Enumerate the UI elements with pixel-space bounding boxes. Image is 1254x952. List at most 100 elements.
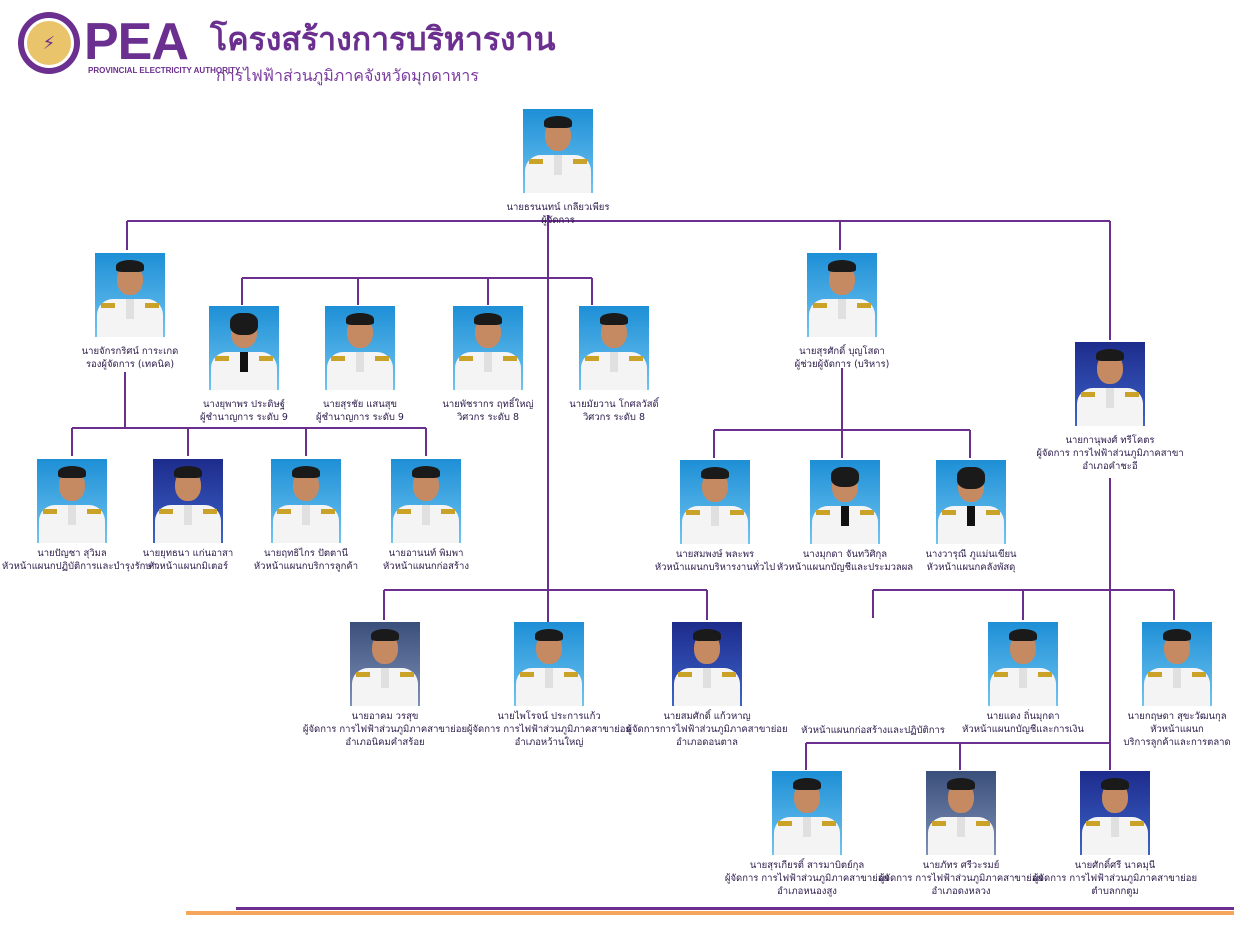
person-head-customer: นายฤทธิไกร ปัตตานี หัวหน้าแผนกบริการลูกค… xyxy=(236,459,376,573)
person-location: อำเภอหนองสูง xyxy=(777,886,837,897)
person-title: ผู้จัดการ การไฟฟ้าส่วนภูมิภาคสาขาย่อย xyxy=(1032,873,1198,884)
portrait-photo xyxy=(271,459,341,543)
portrait-photo xyxy=(325,306,395,390)
person-location: ตำบลกกตูม xyxy=(1091,886,1139,897)
connector-asst-drops xyxy=(713,430,971,458)
person-name: นางวารุณี ภูแม่นเขียน xyxy=(925,549,1017,560)
person-name: นายธรนนทน์ เกลียวเพียร xyxy=(506,202,610,213)
person-name: นายฤทธิไกร ปัตตานี xyxy=(263,548,349,559)
portrait-photo xyxy=(95,253,165,337)
portrait-photo xyxy=(350,622,420,706)
person-head-supply: นางวารุณี ภูแม่นเขียน หัวหน้าแผนกคลังพัส… xyxy=(896,460,1046,574)
portrait-photo xyxy=(579,306,649,390)
connector-deputy-drops xyxy=(71,428,427,456)
person-asst-admin: นายสุรศักดิ์ บุญโสดา ผู้ช่วยผู้จัดการ (บ… xyxy=(772,253,912,371)
person-sub-kaktum: นายศักดิ์ศรี นาคมุนี ผู้จัดการ การไฟฟ้าส… xyxy=(1030,771,1200,898)
pea-logo: ⚡ xyxy=(18,12,80,74)
person-name: นายสมพงษ์ พละพร xyxy=(675,549,755,560)
portrait-photo xyxy=(988,622,1058,706)
portrait-photo xyxy=(680,460,750,544)
person-title: หัวหน้าแผนกบัญชีและประมวลผล xyxy=(776,562,914,573)
person-title: หัวหน้าแผนกมิเตอร์ xyxy=(147,561,229,572)
person-title: ผู้จัดการ การไฟฟ้าส่วนภูมิภาคสาขาย่อย xyxy=(302,724,468,735)
person-title: รองผู้จัดการ (เทคนิค) xyxy=(85,359,175,370)
person-name: นายปัญชา สุวิมล xyxy=(37,548,107,559)
person-title: หัวหน้าแผนกก่อสร้าง xyxy=(383,561,469,572)
person-name: นายไพโรจน์ ประการแก้ว xyxy=(497,711,601,722)
person-sub-wanyai: นายไพโรจน์ ประการแก้ว ผู้จัดการ การไฟฟ้า… xyxy=(464,622,634,749)
person-head-general: นายสมพงษ์ พละพร หัวหน้าแผนกบริหารงานทั่ว… xyxy=(640,460,790,574)
page-title: โครงสร้างการบริหารงาน xyxy=(210,20,556,58)
person-name: นายภัทร ศรีวะรมย์ xyxy=(922,860,1000,871)
person-engineer-1: นายพัชรากร ฤทธิ์ใหญ่ วิศวกร ระดับ 8 xyxy=(418,306,558,424)
person-title: หัวหน้าแผนกปฏิบัติการและบำรุงรักษา xyxy=(2,561,158,572)
person-title: ผู้จัดการ xyxy=(541,215,575,226)
person-name: นางมุกดา จันทวิศิกุล xyxy=(802,549,888,560)
portrait-photo xyxy=(672,622,742,706)
person-title: วิศวกร ระดับ 8 xyxy=(582,412,646,423)
portrait-photo xyxy=(453,306,523,390)
pea-emblem-icon: ⚡ xyxy=(24,18,74,68)
person-title: หัวหน้าแผนกบัญชีและการเงิน xyxy=(962,724,1084,735)
person-name: นายอาคม วรสุข xyxy=(351,711,419,722)
person-title: ผู้ช่วยผู้จัดการ (บริหาร) xyxy=(794,359,890,370)
person-title: หัวหน้าแผนกบริหารงานทั่วไป xyxy=(654,562,776,573)
person-location: อำเภอคำชะอี xyxy=(1082,461,1138,472)
person-branch-head-finance: นายแดง ถิ่นมุกดา หัวหน้าแผนกบัญชีและการเ… xyxy=(948,622,1098,736)
person-title: ผู้จัดการ การไฟฟ้าส่วนภูมิภาคสาขา xyxy=(1036,448,1184,459)
portrait-photo xyxy=(523,109,593,193)
person-name: นายจักรกริศน์ การะเกด xyxy=(81,346,179,357)
page-subtitle: การไฟฟ้าส่วนภูมิภาคจังหวัดมุกดาหาร xyxy=(216,66,479,85)
person-title: ผู้จัดการ การไฟฟ้าส่วนภูมิภาคสาขาย่อย xyxy=(878,873,1044,884)
footer-divider-purple xyxy=(236,907,1234,910)
person-name: นายมัยวาน โกศลวัสดิ์ xyxy=(569,399,659,410)
person-location: อำเภอนิคมคำสร้อย xyxy=(345,737,425,748)
person-name: นายกานุพงศ์ ทรีโคตร xyxy=(1065,435,1155,446)
person-title: ผู้จัดการ การไฟฟ้าส่วนภูมิภาคสาขาย่อย xyxy=(466,724,632,735)
portrait-photo xyxy=(37,459,107,543)
person-name: นายสุรศักดิ์ บุญโสดา xyxy=(799,346,885,357)
portrait-photo xyxy=(810,460,880,544)
brand-name: PEA xyxy=(84,13,189,71)
person-title: ผู้ชำนาญการ ระดับ 9 xyxy=(316,412,404,423)
person-department: บริการลูกค้าและการตลาด xyxy=(1123,737,1231,748)
vacant-position-label: หัวหน้าแผนกก่อสร้างและปฏิบัติการ xyxy=(801,725,945,736)
person-branch-khamcha-i: นายกานุพงศ์ ทรีโคตร ผู้จัดการ การไฟฟ้าส่… xyxy=(1025,342,1195,473)
person-title: ผู้จัดการ การไฟฟ้าส่วนภูมิภาคสาขาย่อย xyxy=(724,873,890,884)
person-name: นายสมศักดิ์ แก้วหาญ xyxy=(663,711,751,722)
person-name: นายแดง ถิ่นมุกดา xyxy=(986,711,1060,722)
person-title: หัวหน้าแผนกบริการลูกค้า xyxy=(253,561,359,572)
person-location: อำเภอดอนตาล xyxy=(676,737,738,748)
brand-subtitle: PROVINCIAL ELECTRICITY AUTHORITY xyxy=(88,66,241,75)
person-sub-dontan: นายสมศักดิ์ แก้วหาญ ผู้จัดการการไฟฟ้าส่ว… xyxy=(622,622,792,749)
person-title: หัวหน้าแผนกคลังพัสดุ xyxy=(926,562,1016,573)
portrait-photo xyxy=(772,771,842,855)
person-head-ops: นายปัญชา สุวิมล หัวหน้าแผนกปฏิบัติการและ… xyxy=(2,459,158,573)
portrait-photo xyxy=(209,306,279,390)
portrait-photo xyxy=(391,459,461,543)
person-expert-1: นางยุพาพร ประดิษฐ์ ผู้ชำนาญการ ระดับ 9 xyxy=(174,306,314,424)
portrait-photo xyxy=(1142,622,1212,706)
person-title: ผู้ชำนาญการ ระดับ 9 xyxy=(200,412,288,423)
portrait-photo xyxy=(153,459,223,543)
person-name: นายสุรชัย แสนสุข xyxy=(322,399,398,410)
person-title: หัวหน้าแผนก xyxy=(1150,724,1204,735)
portrait-photo xyxy=(926,771,996,855)
connector-sub-drops xyxy=(383,590,708,620)
connector-branch-drops xyxy=(872,590,1175,620)
portrait-photo xyxy=(1075,342,1145,426)
person-name: นายศักดิ์ศรี นาคมุนี xyxy=(1074,860,1156,871)
portrait-photo xyxy=(807,253,877,337)
connector-expert-drops xyxy=(241,278,593,305)
person-title: วิศวกร ระดับ 8 xyxy=(456,412,520,423)
person-head-construct: นายอานนท์ พิมพา หัวหน้าแผนกก่อสร้าง xyxy=(356,459,496,573)
person-deputy-tech: นายจักรกริศน์ การะเกด รองผู้จัดการ (เทคน… xyxy=(60,253,200,371)
portrait-photo xyxy=(936,460,1006,544)
person-name: นายสุรเกียรติ์ สารมาบิตย์กุล xyxy=(749,860,865,871)
person-sub-nongsung: นายสุรเกียรติ์ สารมาบิตย์กุล ผู้จัดการ ก… xyxy=(722,771,892,898)
person-name: นายพัชรากร ฤทธิ์ใหญ่ xyxy=(442,399,534,410)
person-director: นายธรนนทน์ เกลียวเพียร ผู้จัดการ xyxy=(488,109,628,227)
person-location: อำเภอหว้านใหญ่ xyxy=(514,737,584,748)
person-name: นายกฤษดา สุขะวัฒนกุล xyxy=(1127,711,1227,722)
